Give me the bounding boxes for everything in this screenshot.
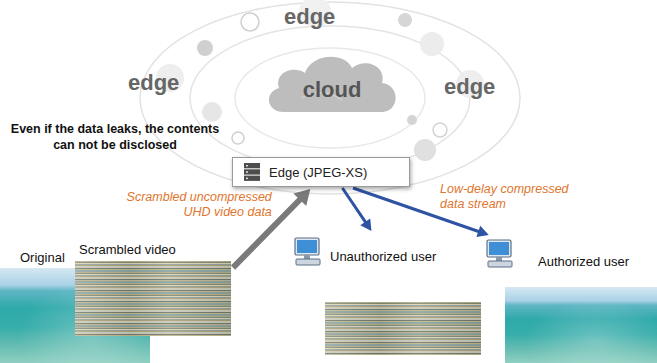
node-text: Scrambled video — [79, 242, 176, 257]
edge-label-text: Low-delay compressed data stream — [440, 182, 582, 212]
monitor-stand — [304, 255, 310, 259]
keyboard — [488, 261, 512, 267]
server-unit — [244, 163, 260, 168]
orbit-ring — [235, 48, 425, 148]
orbit-ring — [140, 2, 520, 194]
orbit-dot — [420, 32, 444, 56]
cloud-fill — [269, 57, 396, 112]
keyboard — [296, 259, 320, 265]
user-terminal: Authorized user — [478, 236, 657, 363]
edge-label: edge — [284, 4, 335, 30]
user-terminal: Unauthorized user — [288, 232, 482, 356]
orbit-dot — [202, 102, 222, 122]
connector — [342, 188, 371, 231]
scrambled-photo — [75, 261, 231, 336]
arrow-head — [476, 226, 488, 237]
server-led — [246, 165, 248, 167]
orbit-dot — [407, 115, 417, 125]
node-text: Original — [20, 250, 65, 265]
computer-icon — [484, 238, 516, 270]
orbit-dot — [398, 13, 412, 27]
server-unit — [244, 176, 260, 181]
image-panel: Original — [0, 247, 75, 363]
arrow-head — [360, 219, 371, 231]
node-text: Authorized user — [538, 254, 629, 269]
orbit-dot — [232, 132, 244, 144]
edge-label-text: Scrambled uncompressed UHD video data — [122, 190, 272, 220]
server-icon — [243, 162, 261, 182]
node-text: Edge (JPEG-XS) — [269, 165, 367, 180]
decoded-photo — [505, 287, 657, 363]
edge-label: edge — [128, 70, 179, 96]
server-unit — [244, 169, 260, 174]
monitor-frame — [295, 238, 319, 255]
orbit-dot — [241, 13, 259, 31]
orbit-dot — [197, 40, 213, 56]
arrow-head — [293, 189, 310, 206]
orbit-dot — [433, 123, 447, 137]
server-led — [246, 178, 248, 180]
node-text: Unauthorized user — [330, 249, 436, 264]
server-box: Edge (JPEG-XS) — [232, 157, 410, 187]
scrambled-photo — [325, 302, 481, 355]
cloud-shape: cloud — [262, 46, 402, 118]
node-text: cloud — [303, 77, 362, 103]
image-panel: Scrambled video — [75, 241, 232, 336]
edge-label: edge — [444, 74, 495, 100]
orbit-dot — [414, 139, 436, 161]
monitor-frame — [487, 240, 511, 257]
orbit-ring — [190, 26, 470, 170]
note-text: Even if the data leaks, the contents can… — [6, 121, 224, 154]
monitor-stand — [496, 257, 502, 261]
monitor-screen — [297, 240, 317, 253]
server-led — [246, 171, 248, 173]
monitor-screen — [489, 242, 509, 255]
computer-icon — [292, 236, 324, 268]
connector-line — [342, 188, 365, 223]
